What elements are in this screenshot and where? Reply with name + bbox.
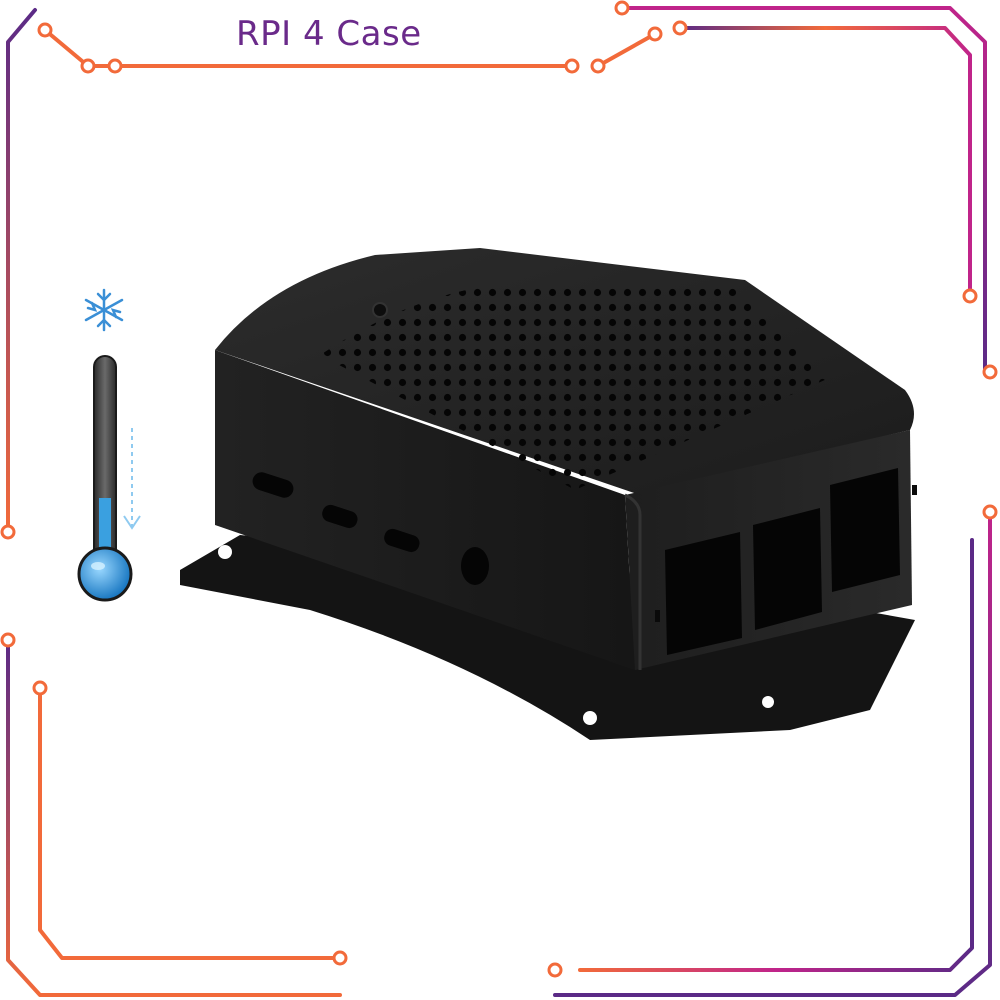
- ethernet-port-cutout: [830, 468, 900, 592]
- frame-trace-right-outer: [620, 6, 987, 372]
- usb-port-cutout: [665, 532, 742, 655]
- frame-trace-left-lower: [6, 638, 342, 997]
- audio-port-cutout: [461, 547, 489, 585]
- frame-trace-right-lower: [553, 510, 992, 997]
- page-title: RPI 4 Case: [236, 14, 422, 54]
- thermometer-icon: [77, 355, 133, 602]
- usb-port-cutout: [753, 508, 822, 630]
- power-port-cutout: [252, 472, 294, 498]
- frame-trace-left-outer: [6, 8, 37, 532]
- cooling-arrow-icon: [123, 428, 141, 530]
- case-side-face: [215, 350, 635, 670]
- vent-grille: [320, 284, 825, 490]
- cooling-indicator: [77, 288, 141, 602]
- hdmi-port-cutout: [322, 504, 358, 529]
- frame-trace-top-right: [678, 26, 972, 298]
- hdmi-port-cutout: [384, 528, 420, 553]
- snowflake-icon: [84, 288, 124, 332]
- rpi4-case-image: [180, 248, 917, 740]
- top-screw: [372, 302, 388, 318]
